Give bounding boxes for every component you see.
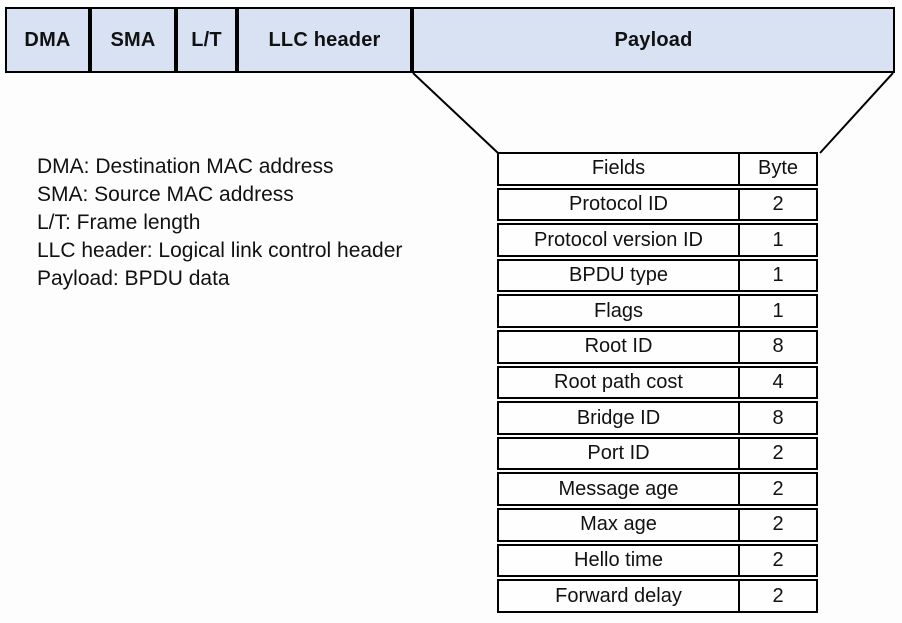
legend-line: Payload: BPDU data [37, 267, 230, 290]
bpdu-field-name: Root path cost [499, 367, 740, 398]
legend-line: L/T: Frame length [37, 211, 201, 234]
bpdu-field-bytes: 2 [772, 192, 784, 215]
frame-cell-payload: Payload [412, 7, 895, 73]
bpdu-field-bytes: 2 [772, 549, 784, 571]
bpdu-field-name: Root ID [499, 332, 740, 362]
frame-cell-label: Payload [614, 28, 693, 51]
table-row: Flags 1 [497, 294, 818, 329]
frame-cell-sma: SMA [90, 7, 176, 73]
bpdu-field-bytes: 8 [772, 335, 784, 358]
frame-cell-dma: DMA [5, 7, 90, 73]
table-row: Max age 2 [497, 508, 818, 542]
frame-cell-label: L/T [191, 28, 222, 51]
bpdu-header-byte: Byte [757, 157, 799, 180]
bpdu-header-fields: Fields [499, 154, 740, 184]
bpdu-field-bytes: 1 [772, 228, 784, 251]
bpdu-field-bytes: 2 [772, 584, 784, 607]
funnel-right-line [819, 72, 894, 154]
legend-line: SMA: Source MAC address [37, 183, 294, 206]
bpdu-field-name: Flags [499, 296, 740, 327]
table-row: Hello time 2 [497, 543, 818, 578]
bpdu-field-bytes: 8 [772, 406, 784, 429]
bpdu-field-name: Protocol version ID [499, 225, 740, 255]
bpdu-field-bytes: 2 [772, 442, 784, 465]
bpdu-field-name: Hello time [499, 545, 740, 576]
bpdu-field-name: Max age [499, 510, 740, 540]
bpdu-field-name: BPDU type [499, 260, 740, 291]
table-row: Root path cost 4 [497, 365, 818, 400]
bpdu-field-name: Port ID [499, 438, 740, 469]
table-row: Root ID 8 [497, 330, 818, 364]
table-row: Port ID 2 [497, 436, 818, 471]
bpdu-field-name: Protocol ID [499, 189, 740, 220]
frame-cell-label: LLC header [268, 28, 381, 51]
bpdu-field-bytes: 1 [772, 299, 784, 322]
frame-cell-l-t: L/T [176, 7, 237, 73]
table-row: BPDU type 1 [497, 258, 818, 293]
frame-cell-label: DMA [24, 28, 71, 51]
legend-line: LLC header: Logical link control header [37, 239, 403, 262]
bpdu-field-bytes: 2 [772, 477, 784, 500]
frame-cell-llc-header: LLC header [237, 7, 412, 73]
legend-line: DMA: Destination MAC address [37, 155, 334, 178]
bpdu-field-name: Bridge ID [499, 403, 740, 433]
table-row: Forward delay 2 [497, 579, 818, 613]
frame-cell-label: SMA [110, 28, 156, 51]
bpdu-field-bytes: 2 [772, 513, 784, 536]
bpdu-field-name: Message age [499, 474, 740, 505]
table-row: Protocol version ID 1 [497, 223, 818, 257]
table-row: Message age 2 [497, 472, 818, 507]
funnel-left-line [412, 72, 499, 154]
bpdu-header-row: Fields Byte [497, 152, 818, 186]
bpdu-field-bytes: 1 [772, 264, 784, 287]
ethernet-frame-bar: DMA SMA L/T LLC header Payload [5, 7, 895, 73]
bpdu-field-name: Forward delay [499, 581, 740, 611]
table-row: Protocol ID 2 [497, 187, 818, 222]
table-row: Bridge ID 8 [497, 401, 818, 435]
bpdu-field-bytes: 4 [772, 370, 784, 393]
